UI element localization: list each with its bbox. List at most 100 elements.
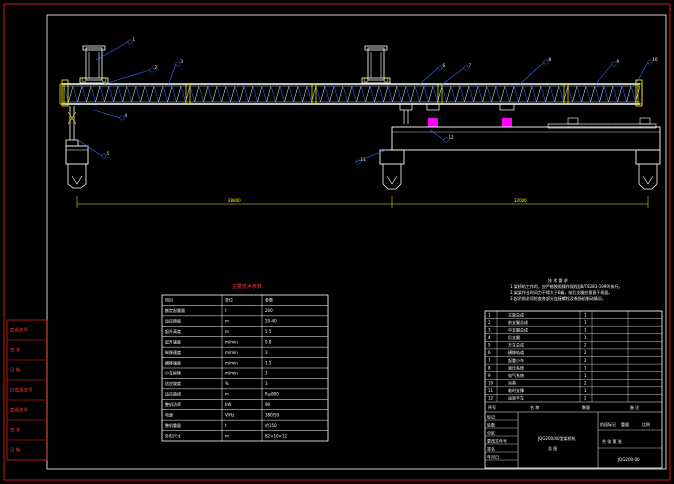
side-block-cell: 日 期 (10, 368, 21, 374)
parts-row-qty: 1 (584, 388, 587, 393)
side-block-cell: 签 字 (10, 427, 21, 434)
parts-row-number: 3 (488, 327, 491, 332)
part-balloon-number: 10 (653, 57, 659, 62)
table-cell: 380/50 (265, 412, 280, 417)
parts-row-qty: 1 (584, 365, 587, 370)
truss-diagonal (81, 85, 87, 103)
weight-scale-label: 阶段标记 (600, 421, 616, 427)
part-balloon-number: 2 (155, 65, 158, 70)
truss-diagonal (428, 85, 434, 103)
table-cell: 5.5 (265, 329, 272, 334)
section-joint (185, 83, 191, 105)
trolley-left (79, 45, 109, 84)
side-block-cell: 底图总号 (10, 407, 28, 414)
truss-diagonal (414, 85, 420, 103)
table-cell: 额定起重量 (165, 307, 185, 313)
truss-diagonal (527, 85, 533, 103)
truss-diagonal (446, 85, 452, 103)
truss-diagonal (194, 85, 200, 103)
truss-diagonal (225, 85, 231, 103)
parts-row-name: 电气系统 (508, 372, 524, 378)
truss-diagonal (270, 85, 276, 103)
table-cell: R≥800 (265, 392, 279, 397)
parts-row-name: 吊具 (508, 380, 516, 386)
sign-label: 处数 (487, 422, 495, 428)
truss-diagonal (266, 85, 272, 103)
weight-scale-label: 比例 (642, 421, 650, 427)
truss-diagonal (252, 85, 258, 103)
parts-row-number: 5 (488, 343, 491, 348)
side-block-cell: 日 期 (10, 448, 21, 454)
truss-diagonal (342, 85, 348, 103)
truss-diagonal (621, 85, 627, 103)
parts-row-qty: 1 (584, 320, 587, 325)
table-cell: 3 (265, 371, 268, 376)
truss-diagonal (149, 85, 155, 103)
parts-row-number: 10 (488, 381, 494, 386)
truss-diagonal (180, 85, 186, 103)
parts-header-cell: 名 称 (530, 404, 539, 410)
truss-diagonal (356, 85, 362, 103)
front-leg (61, 79, 79, 147)
side-block-cell: 签 字 (10, 347, 21, 354)
side-block-cell: 底图总号 (10, 327, 28, 334)
truss-diagonal (198, 85, 204, 103)
drawing-number: JQG200-00 (617, 457, 640, 462)
truss-diagonal (320, 85, 326, 103)
truss-diagonal (572, 85, 578, 103)
truss-diagonal (617, 85, 623, 103)
sign-label: 签名 (487, 446, 495, 452)
truss-diagonal (464, 85, 470, 103)
section-joint (311, 83, 317, 105)
side-block-cell: 旧底图总号 (10, 387, 33, 394)
part-balloon (101, 153, 107, 159)
truss-diagonal (540, 85, 546, 103)
truss-diagonal (567, 85, 573, 103)
truss-diagonal (450, 85, 456, 103)
truss-diagonal (158, 85, 164, 103)
truss-diagonal (558, 85, 564, 103)
outer-border (3, 3, 671, 481)
truss-diagonals (63, 85, 641, 103)
parts-row-name: 运梁平车 (508, 395, 524, 401)
table-cell: 电源 (165, 411, 173, 417)
truss-diagonal (234, 85, 240, 103)
table-cell: kW (225, 402, 231, 407)
truss-diagonal (585, 85, 591, 103)
truss-diagonal (162, 85, 168, 103)
truss-diagonal (378, 85, 384, 103)
product-name: JQG200/40型架桥机 (537, 435, 576, 441)
leader-line (167, 63, 177, 87)
leader-line (77, 139, 103, 157)
parts-row-qty: 2 (584, 350, 587, 355)
truss-diagonal (261, 85, 267, 103)
table-cell: m (225, 433, 229, 438)
drawing-label: 总 图 (548, 445, 557, 451)
parts-row-qty: 1 (584, 373, 587, 378)
truss-diagonal (392, 85, 398, 103)
truss-diagonal (221, 85, 227, 103)
parts-header-cell: 序号 (488, 404, 496, 410)
truss-diagonal (522, 85, 528, 103)
truss-diagonal (599, 85, 605, 103)
truss-diagonal (612, 85, 618, 103)
truss-diagonal (477, 85, 483, 103)
truss-diagonal (347, 85, 353, 103)
table-cell: 整机功率 (165, 401, 181, 407)
truss-diagonal (486, 85, 492, 103)
part-balloon-number: 8 (549, 57, 552, 62)
part-balloon-number: 11 (361, 157, 367, 162)
table-cell: 外形尺寸 (165, 432, 181, 438)
leader-line (595, 63, 613, 85)
truss-diagonal (243, 85, 249, 103)
truss-diagonal (117, 85, 123, 103)
truss-diagonal (275, 85, 281, 103)
part-balloon (463, 65, 469, 71)
truss-diagonal (315, 85, 321, 103)
part-balloon-number: 9 (617, 59, 620, 64)
bridge-deck-beam (391, 117, 661, 151)
truss-diagonal (374, 85, 380, 103)
table-cell: 横移速度 (165, 359, 181, 365)
